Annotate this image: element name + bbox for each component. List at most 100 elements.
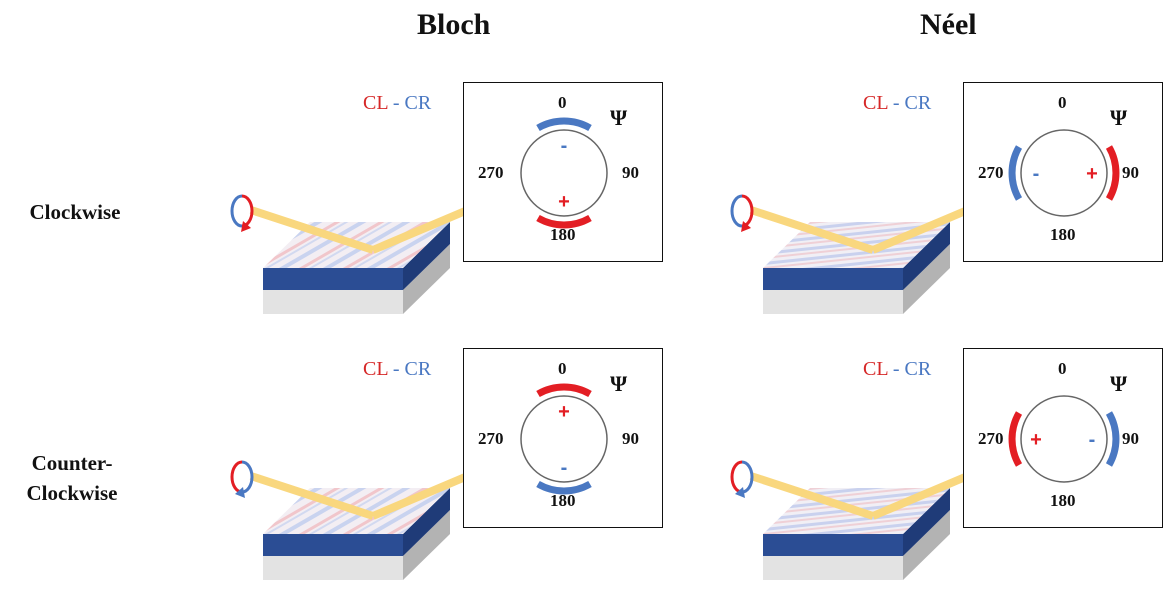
psi-symbol: Ψ <box>610 105 628 130</box>
panel-bloch-counter-clockwise: CL - CR + - 0 90 180 270 Ψ <box>230 348 745 598</box>
bloch-column-title: Bloch <box>417 8 491 41</box>
angle-180-label: 180 <box>550 225 576 244</box>
azimuth-circle <box>1020 395 1108 483</box>
angle-180-label: 180 <box>550 491 576 510</box>
cl-label: CL <box>863 358 888 380</box>
film-side <box>903 488 950 556</box>
x-ray-beam <box>749 472 875 520</box>
angle-dial: + - <box>1008 395 1120 483</box>
psi-symbol: Ψ <box>1110 105 1128 130</box>
angle-270-label: 270 <box>978 429 1004 448</box>
angle-90-label: 90 <box>622 429 639 448</box>
legend-separator: - <box>387 92 405 114</box>
x-ray-beam <box>249 206 375 254</box>
counter-label-line1: Counter- <box>31 451 113 475</box>
counter-clockwise-row-label: Counter- Clockwise <box>0 448 144 508</box>
plus-sign: + <box>558 401 570 423</box>
cl-label: CL <box>863 92 888 114</box>
film-side <box>403 222 450 290</box>
azimuthal-dependence-inset: + - 0 90 180 270 Ψ <box>463 348 663 528</box>
minus-sign: - <box>561 135 568 157</box>
substrate-front <box>263 556 403 580</box>
panel-neel-clockwise: CL - CR + - 0 90 180 270 Ψ <box>730 82 1164 332</box>
azimuth-circle <box>520 395 608 483</box>
x-ray-beam <box>749 206 875 254</box>
angle-270-label: 270 <box>478 429 504 448</box>
film-front <box>263 534 403 556</box>
film-front <box>763 268 903 290</box>
cr-label: CR <box>404 92 432 114</box>
legend-separator: - <box>387 358 405 380</box>
cl-cr-legend: CL - CR <box>863 358 931 381</box>
angle-dial: + - <box>520 383 608 495</box>
angle-180-label: 180 <box>1050 491 1076 510</box>
panel-bloch-clockwise: CL - CR + - 0 90 180 270 Ψ <box>230 82 745 332</box>
cl-label: CL <box>363 92 388 114</box>
azimuthal-dependence-inset: + - 0 90 180 270 Ψ <box>463 82 663 262</box>
legend-separator: - <box>887 358 905 380</box>
negative-arc <box>536 117 592 132</box>
cl-cr-legend: CL - CR <box>363 92 431 115</box>
angle-270-label: 270 <box>978 163 1004 182</box>
circular-polarization-icon <box>730 460 754 498</box>
neel-column-title: Néel <box>920 8 977 41</box>
substrate-front <box>263 290 403 314</box>
sample-illustration <box>730 170 1058 314</box>
angle-270-label: 270 <box>478 163 504 182</box>
negative-arc <box>536 480 592 495</box>
azimuth-circle <box>1020 129 1108 217</box>
positive-arc <box>1008 411 1023 467</box>
cr-label: CR <box>404 358 432 380</box>
plus-sign: + <box>558 191 570 213</box>
negative-arc <box>1105 411 1120 467</box>
minus-sign: - <box>1033 163 1040 185</box>
positive-arc <box>1105 145 1120 201</box>
sample-illustration <box>230 436 558 580</box>
cl-cr-legend: CL - CR <box>363 358 431 381</box>
film-side <box>903 222 950 290</box>
cr-label: CR <box>904 358 932 380</box>
negative-arc <box>1008 145 1023 201</box>
psi-symbol: Ψ <box>1110 371 1128 396</box>
angle-90-label: 90 <box>1122 429 1139 448</box>
circular-polarization-icon <box>730 194 754 232</box>
panel-neel-counter-clockwise: CL - CR + - 0 90 180 270 Ψ <box>730 348 1164 598</box>
cl-cr-legend: CL - CR <box>863 92 931 115</box>
plus-sign: + <box>1030 429 1042 451</box>
substrate-side <box>903 244 950 314</box>
cr-label: CR <box>904 92 932 114</box>
minus-sign: - <box>561 457 568 479</box>
clockwise-label: Clockwise <box>29 200 121 224</box>
substrate-side <box>903 510 950 580</box>
circular-polarization-icon <box>230 194 254 232</box>
angle-dial: + - <box>520 117 608 229</box>
minus-sign: - <box>1089 429 1096 451</box>
angle-0-label: 0 <box>558 359 567 378</box>
substrate-side <box>403 244 450 314</box>
angle-90-label: 90 <box>1122 163 1139 182</box>
angle-90-label: 90 <box>622 163 639 182</box>
clockwise-row-label: Clockwise <box>0 197 150 227</box>
positive-arc <box>536 383 592 398</box>
plus-sign: + <box>1086 163 1098 185</box>
positive-arc <box>536 214 592 229</box>
film-side <box>403 488 450 556</box>
film-front <box>263 268 403 290</box>
substrate-side <box>403 510 450 580</box>
cl-label: CL <box>363 358 388 380</box>
sample-illustration <box>230 170 558 314</box>
angle-180-label: 180 <box>1050 225 1076 244</box>
film-front <box>763 534 903 556</box>
angle-0-label: 0 <box>558 93 567 112</box>
counter-label-line2: Clockwise <box>26 481 118 505</box>
azimuthal-dependence-inset: + - 0 90 180 270 Ψ <box>963 348 1163 528</box>
substrate-front <box>763 556 903 580</box>
angle-0-label: 0 <box>1058 93 1067 112</box>
psi-symbol: Ψ <box>610 371 628 396</box>
x-ray-beam <box>249 472 375 520</box>
azimuth-circle <box>520 129 608 217</box>
substrate-front <box>763 290 903 314</box>
circular-polarization-icon <box>230 460 254 498</box>
azimuthal-dependence-inset: + - 0 90 180 270 Ψ <box>963 82 1163 262</box>
legend-separator: - <box>887 92 905 114</box>
